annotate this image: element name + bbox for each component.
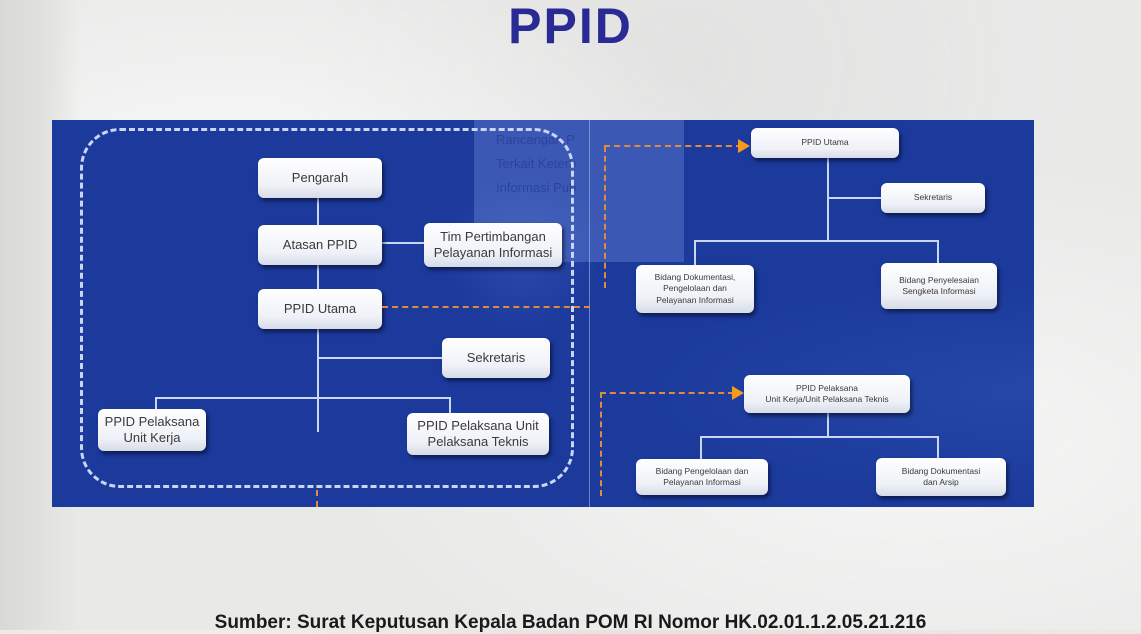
link-to-right-pelaksana <box>600 392 734 394</box>
node-label: Atasan PPID <box>282 236 358 252</box>
node-rb-ppid-pelaksana: PPID Pelaksana Unit Kerja/Unit Pelaksana… <box>744 375 910 413</box>
node-label: PPID Pelaksana Unit <box>417 417 539 433</box>
node-label: Pelaksana Teknis <box>427 434 529 449</box>
node-pelaksana-upt: PPID Pelaksana Unit Pelaksana Teknis <box>407 413 549 455</box>
node-label: Pelayanan Informasi <box>656 294 734 305</box>
node-label: Sengketa Informasi <box>902 286 976 296</box>
node-label: Unit Kerja/Unit Pelaksana Teknis <box>765 394 889 404</box>
overlay-text-3: Informasi Pub <box>496 180 577 195</box>
node-right-sekretaris: Sekretaris <box>881 183 985 213</box>
connector-right-bar <box>694 240 938 242</box>
connector-upt <box>449 397 451 413</box>
node-right-ppid-utama: PPID Utama <box>751 128 899 158</box>
connector-sekretaris <box>318 357 442 359</box>
node-pelaksana-unit-kerja: PPID Pelaksana Unit Kerja <box>98 409 206 451</box>
node-bidang-pengelolaan-pelayanan: Bidang Pengelolaan dan Pelayanan Informa… <box>636 459 768 495</box>
node-label: PPID Utama <box>283 300 357 316</box>
node-label: Pengarah <box>291 169 349 185</box>
link-bottom-stub <box>316 490 318 507</box>
connector-right-sekretaris <box>828 197 882 199</box>
node-ppid-utama: PPID Utama <box>258 289 382 329</box>
node-label: PPID Pelaksana <box>104 413 200 429</box>
connector-atasan-tim <box>380 242 430 244</box>
node-label: Pelayanan Informasi <box>663 477 741 487</box>
node-label: PPID Pelaksana <box>796 382 858 393</box>
link-lower-vertical <box>600 392 602 496</box>
connector-right-main <box>827 158 829 240</box>
dashed-group-border <box>80 128 574 488</box>
connector-right-right-drop <box>937 240 939 264</box>
source-citation: Sumber: Surat Keputusan Kepala Badan POM… <box>214 612 927 633</box>
node-tim-pertimbangan: Tim Pertimbangan Pelayanan Informasi <box>424 223 562 267</box>
link-to-right-utama <box>604 145 742 147</box>
node-label: Pengelolaan dan <box>663 283 727 294</box>
node-label: dan Arsip <box>923 477 959 487</box>
link-upper-vertical <box>604 146 606 288</box>
page-title: PPID <box>508 0 633 54</box>
node-label: Sekretaris <box>466 349 526 365</box>
node-label: Pelayanan Informasi <box>433 245 553 260</box>
node-bidang-sengketa: Bidang Penyelesaian Sengketa Informasi <box>881 263 997 309</box>
arrow-right-icon <box>732 386 744 400</box>
node-atasan-ppid: Atasan PPID <box>258 225 382 265</box>
connector-right-left-drop <box>694 240 696 266</box>
link-utama-horizontal <box>382 306 590 308</box>
connector-unit-kerja <box>155 397 157 409</box>
node-label: Bidang Pengelolaan dan <box>655 465 749 476</box>
node-label: Unit Kerja <box>123 430 181 445</box>
node-label: Bidang Penyelesaian <box>899 274 979 285</box>
node-bidang-dokumentasi-arsip: Bidang Dokumentasi dan Arsip <box>876 458 1006 496</box>
node-sekretaris: Sekretaris <box>442 338 550 378</box>
panel-divider <box>589 120 590 507</box>
node-label: Bidang Dokumentasi <box>901 465 981 476</box>
arrow-right-icon <box>738 139 750 153</box>
org-chart-panel: Rancangan P Terkait Keterb Informasi Pub… <box>52 120 1034 507</box>
node-label: Bidang Dokumentasi, <box>654 271 736 282</box>
connector-rb-main <box>827 412 829 436</box>
node-label: PPID Utama <box>801 137 849 148</box>
connector-pelaksana-bar <box>155 397 450 399</box>
node-label: Tim Pertimbangan <box>440 228 546 244</box>
node-bidang-dokumentasi-pengelolaan: Bidang Dokumentasi, Pengelolaan dan Pela… <box>636 265 754 313</box>
connector-rb-left-drop <box>700 436 702 460</box>
node-label: Sekretaris <box>913 192 953 203</box>
node-pengarah: Pengarah <box>258 158 382 198</box>
connector-rb-right-drop <box>937 436 939 458</box>
connector-rb-bar <box>700 436 938 438</box>
